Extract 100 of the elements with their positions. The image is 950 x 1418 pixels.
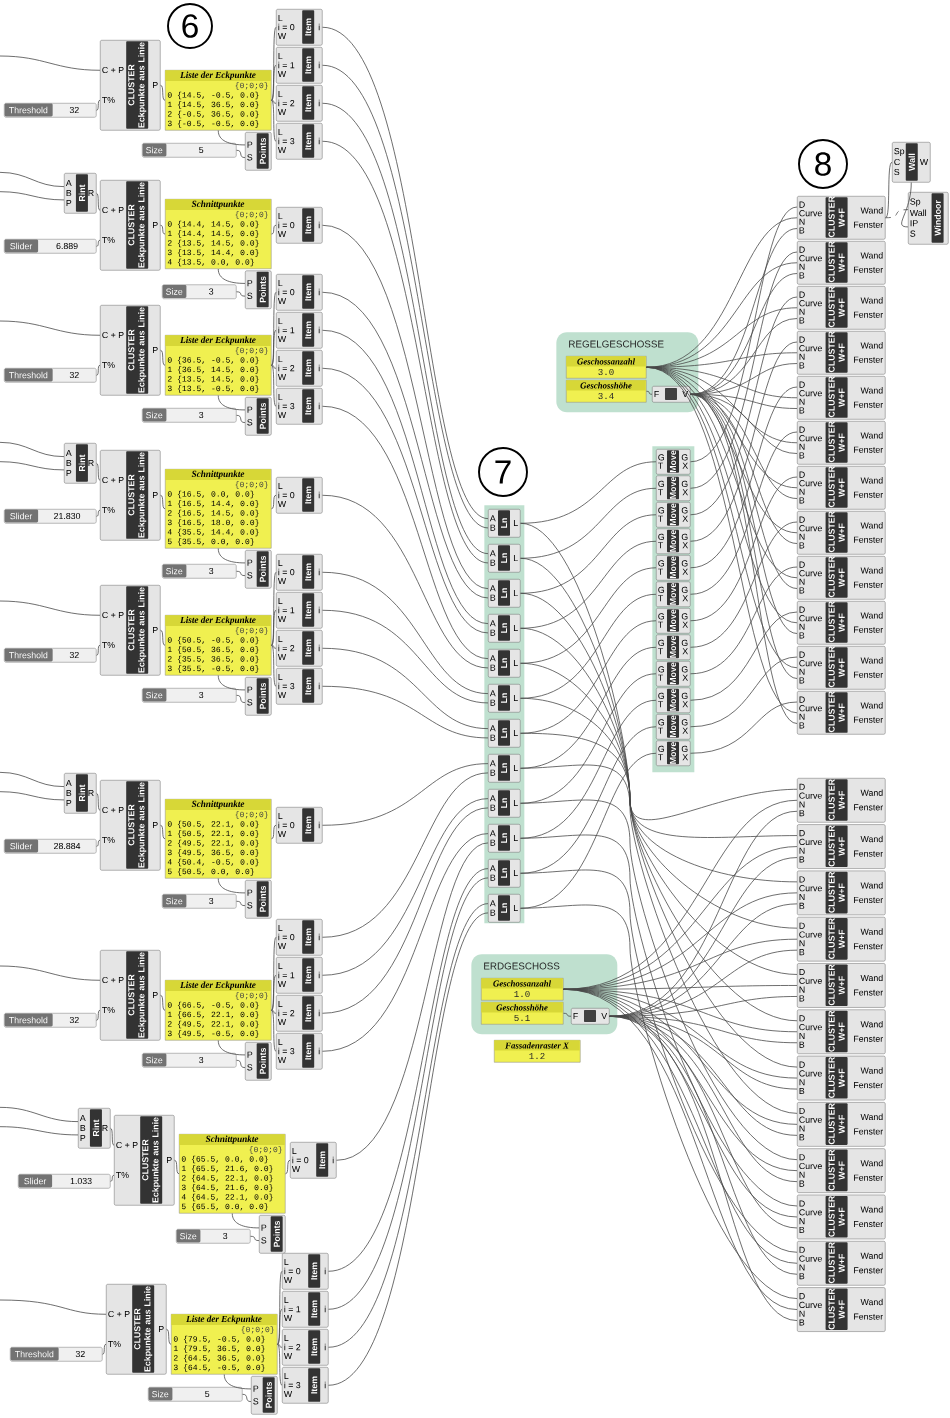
port-label: P xyxy=(66,200,72,207)
component-block xyxy=(797,511,886,555)
port-label: Curve xyxy=(799,570,822,577)
panel-value: 1.0 xyxy=(514,990,530,998)
port-label: N xyxy=(799,263,805,270)
port-label: B xyxy=(799,362,805,369)
component-name: Item xyxy=(311,1262,318,1280)
port-label: i = 2 xyxy=(278,644,295,652)
port-label: Fenster xyxy=(854,671,883,678)
component-block xyxy=(488,614,521,643)
port-label: W xyxy=(277,616,287,623)
component-name: CLUSTER W+F xyxy=(828,421,845,463)
wire xyxy=(271,824,277,840)
component-block xyxy=(797,778,886,823)
port-label: P xyxy=(153,822,158,829)
port-label: Wand xyxy=(860,789,883,796)
wire xyxy=(322,291,489,599)
port-label: T% xyxy=(102,506,115,514)
port-label: D xyxy=(799,1015,805,1022)
port-label: W xyxy=(277,298,287,305)
port-label: G xyxy=(681,586,688,593)
slider-label: Threshold xyxy=(15,1350,54,1358)
panel-line: 0 {50.5, -0.5, 0.0} xyxy=(167,636,259,645)
wire xyxy=(236,694,246,703)
text-panel xyxy=(165,615,272,676)
component-name: CLUSTER W+F xyxy=(828,1288,845,1330)
text-panel xyxy=(165,70,272,131)
port-label: Fenster xyxy=(854,943,883,950)
wire xyxy=(520,567,657,664)
panel-line: 0 {14.5, -0.5, 0.0} xyxy=(167,91,259,100)
port-label: Wand xyxy=(860,522,883,529)
port-label: Fenster xyxy=(854,626,883,633)
panel-line: {0;0;0} xyxy=(241,1326,274,1334)
port-label: C + P xyxy=(108,1310,130,1318)
slider-label: Size xyxy=(166,567,183,575)
port-label: i = 0 xyxy=(278,23,295,31)
slider-value: 3 xyxy=(209,897,214,905)
port-label: G xyxy=(658,507,664,514)
component-block xyxy=(114,1115,175,1206)
component-name: Item xyxy=(305,132,312,150)
port-label: N xyxy=(799,668,805,675)
port-label: L xyxy=(278,674,283,681)
port-label: A xyxy=(489,760,496,767)
component-name: CLUSTER W+F xyxy=(828,196,845,238)
number-slider xyxy=(142,1053,237,1068)
panel-title: Schnittpunkte xyxy=(191,800,245,809)
wire xyxy=(0,965,101,981)
port-label: Curve xyxy=(799,1116,822,1123)
number-slider xyxy=(4,839,97,854)
component-block xyxy=(797,824,886,869)
port-label: L xyxy=(278,280,283,287)
slider-label: Slider xyxy=(10,242,33,250)
slider-value: 5 xyxy=(199,146,204,154)
port-label: i xyxy=(318,364,320,372)
component-block xyxy=(797,691,886,735)
port-label: B xyxy=(799,1088,805,1095)
wire xyxy=(271,644,277,649)
port-label: L xyxy=(278,91,283,98)
wire xyxy=(110,1174,115,1182)
port-label: i = 3 xyxy=(278,402,295,410)
component-name: CLUSTER W+F xyxy=(828,331,845,373)
slider-label: Threshold xyxy=(9,1016,48,1024)
wire xyxy=(217,395,246,411)
port-label: Curve xyxy=(799,705,822,712)
wire xyxy=(0,55,101,71)
number-slider xyxy=(4,1013,97,1028)
panel-line: 3 {64.5, -0.5, 0.0} xyxy=(173,1364,265,1372)
component-name: Item xyxy=(305,563,312,581)
slider-label: Size xyxy=(152,1390,169,1398)
port-label: S xyxy=(261,1237,267,1244)
port-label: D xyxy=(799,876,805,883)
port-label: L xyxy=(514,870,518,877)
port-label: P xyxy=(80,1135,86,1142)
port-label: T xyxy=(658,648,664,655)
slider-value: 1.033 xyxy=(70,1177,92,1185)
wire xyxy=(690,206,798,463)
component-name: Windoor xyxy=(934,200,941,236)
port-label: B xyxy=(799,317,805,324)
panel-line: 4 {64.5, 22.1, 0.0} xyxy=(181,1193,273,1202)
component-name: Rint xyxy=(92,1119,100,1136)
port-label: W xyxy=(277,109,287,116)
port-label: G xyxy=(681,692,688,699)
component-name: Rint xyxy=(78,454,86,471)
port-label: L xyxy=(278,213,283,220)
port-label: B xyxy=(799,995,805,1002)
port-label: Wand xyxy=(860,835,883,843)
component-block xyxy=(245,132,272,171)
component-name: Move xyxy=(669,530,677,552)
port-label: G xyxy=(658,666,664,673)
component-block xyxy=(656,528,691,555)
port-label: Curve xyxy=(799,615,822,622)
wire xyxy=(0,191,65,201)
port-label: D xyxy=(799,426,805,433)
port-label: F xyxy=(573,1013,578,1020)
component-name: Item xyxy=(305,321,312,339)
port-label: i = 2 xyxy=(278,364,295,372)
port-label: Wand xyxy=(860,342,883,349)
port-label: P xyxy=(247,1051,253,1058)
component-block xyxy=(797,1055,886,1101)
wire xyxy=(690,341,798,542)
